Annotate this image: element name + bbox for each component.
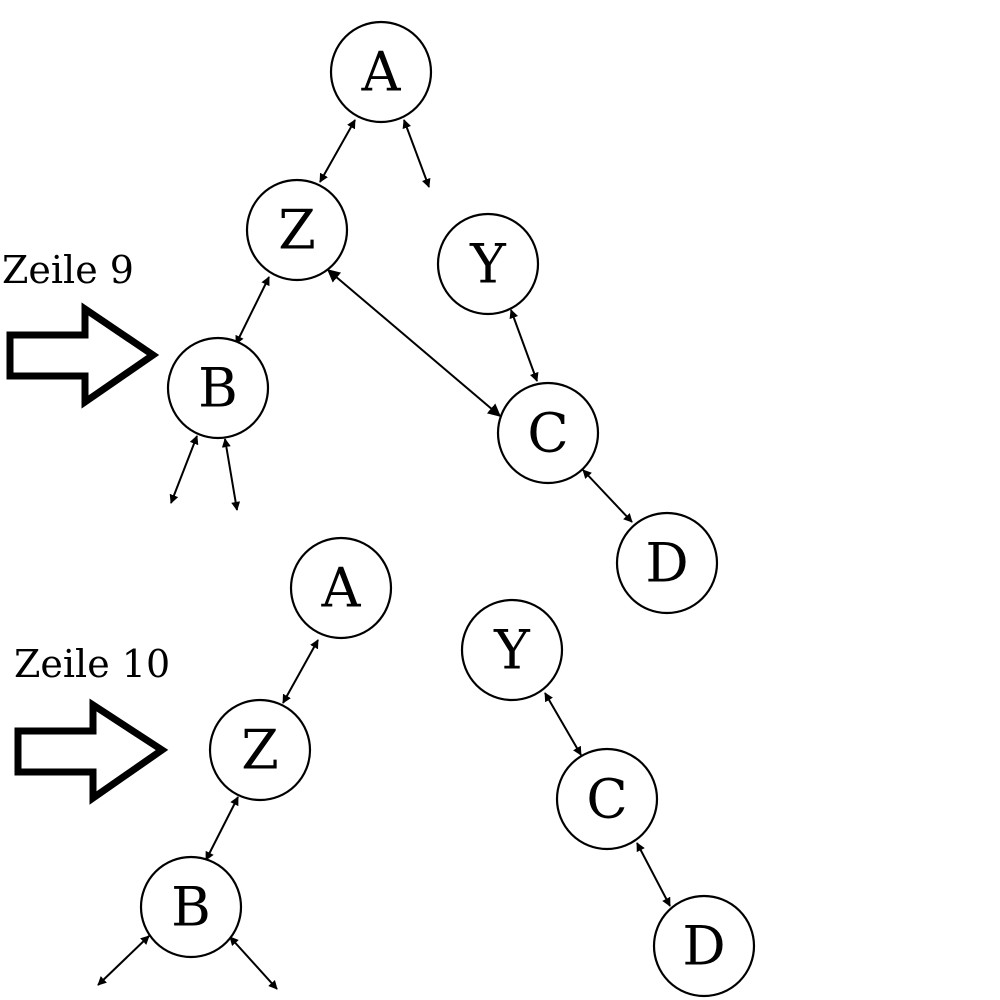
edge-c-d-2 [636,842,671,907]
node-c: C [496,381,600,485]
node-d-2-label: D [682,915,725,978]
edge-b-out-right-2 [229,936,278,990]
node-z-label: Z [278,199,316,262]
edge-b-out-left [169,435,199,504]
caption-zeile-9: Zeile 9 [2,248,134,292]
node-b-2: B [139,855,243,959]
node-d: D [615,511,719,615]
node-z-2: Z [208,698,312,802]
panel-zeile-10: A Y Z C B D Zeile 10 [14,536,756,998]
edge-a-out [402,119,431,188]
node-y-2: Y [460,598,564,702]
node-b-label: B [198,357,238,420]
node-y: Y [436,212,540,316]
edge-z-b [235,276,270,345]
node-z: Z [245,178,349,282]
edge-z-c [327,269,501,417]
edge-a-z [319,119,356,183]
edge-z-b-2 [205,796,239,861]
node-a-label: A [361,41,402,104]
node-z-2-label: Z [241,719,279,782]
node-d-label: D [645,532,688,595]
edge-c-d [582,469,633,523]
edge-b-out-left-2 [97,935,150,986]
pointer-arrow-zeile-10 [14,698,169,805]
panel-zeile-9: A Z Y B C D Zeile 9 [2,20,719,615]
edge-y-c [509,309,539,382]
node-d-2: D [652,894,756,998]
node-a-2-label: A [321,557,362,620]
node-b-2-label: B [171,876,211,939]
node-c-2-label: C [586,768,627,831]
pointer-arrow-zeile-9 [6,302,160,409]
node-a: A [329,20,433,124]
edge-a-z-2 [282,639,319,704]
node-c-2: C [555,747,659,851]
edge-y-c-2 [544,692,582,756]
caption-zeile-10: Zeile 10 [14,642,170,686]
node-c-label: C [527,402,568,465]
node-a-2: A [289,536,393,640]
node-y-label: Y [469,233,507,296]
edge-b-out-right [221,438,241,511]
node-y-2-label: Y [493,619,531,682]
node-b: B [166,336,270,440]
